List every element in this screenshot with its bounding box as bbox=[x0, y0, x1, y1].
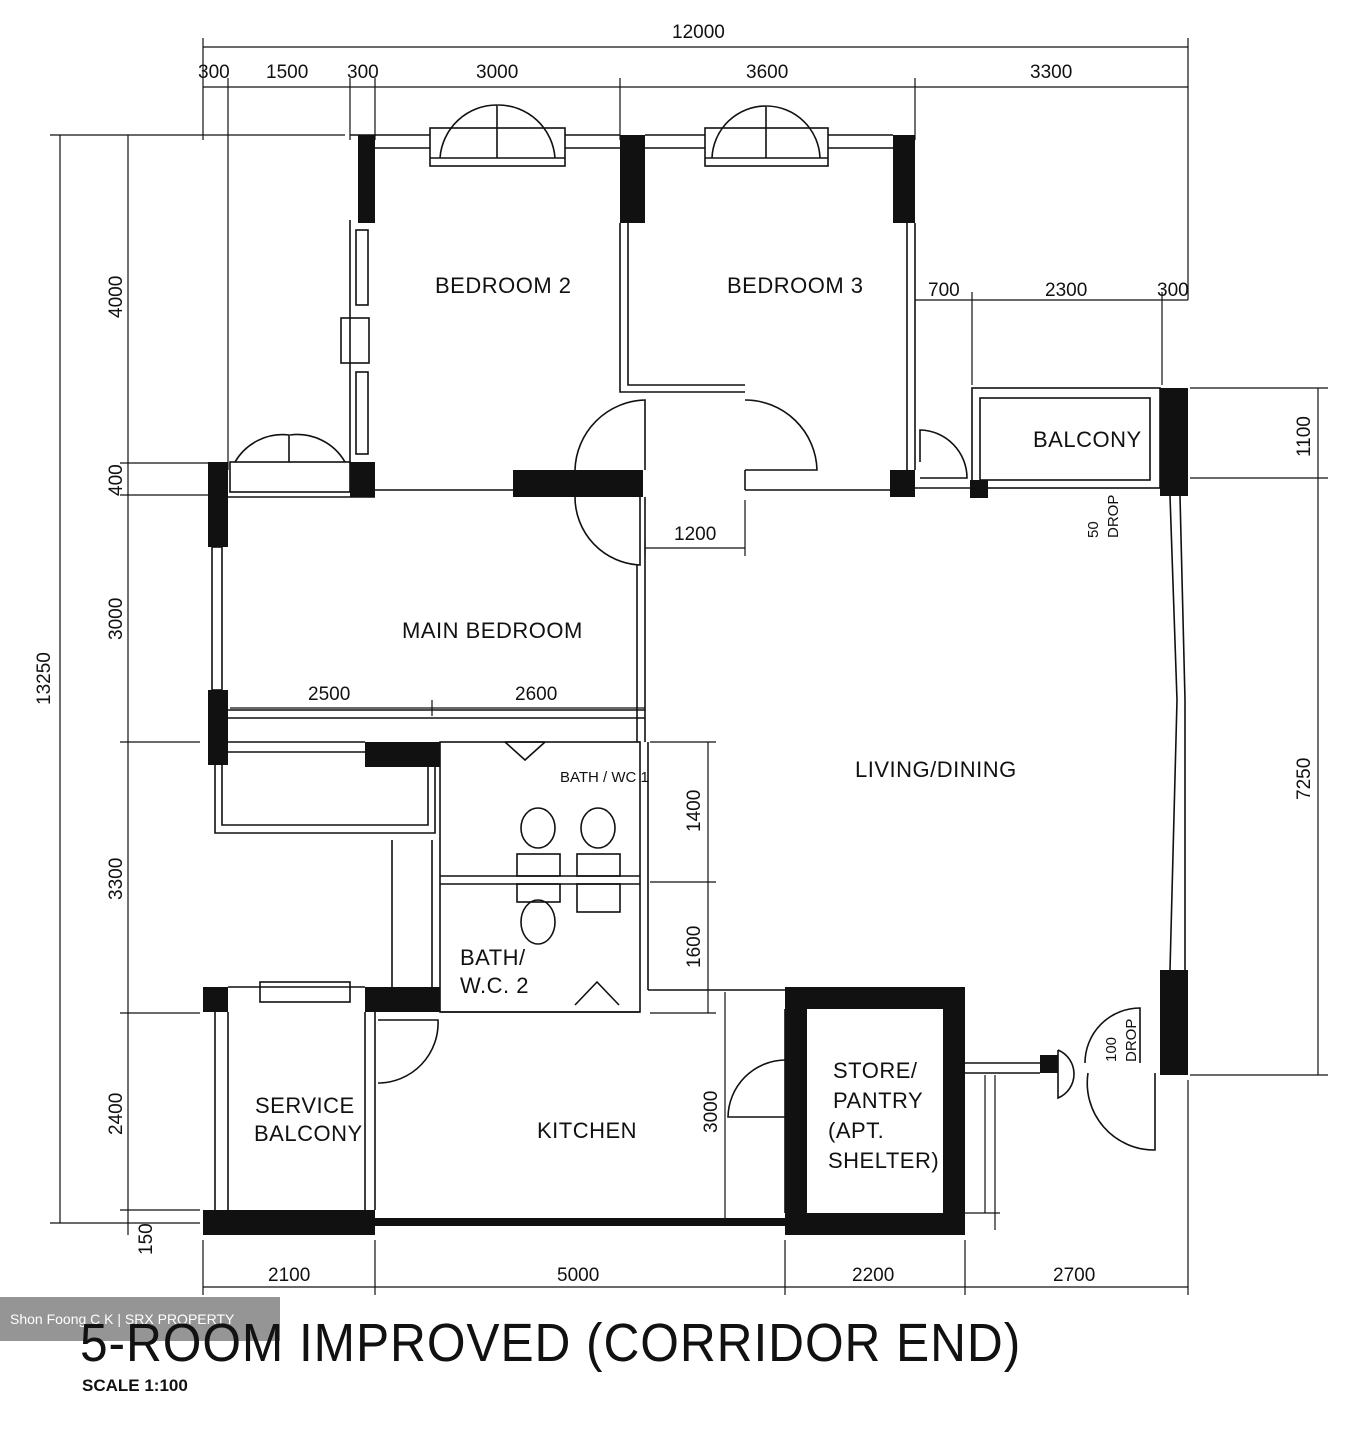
dim-bottom-2: 2200 bbox=[852, 1265, 894, 1286]
label-bath-wc-1: BATH / WC 1 bbox=[560, 769, 649, 786]
dim-balcony-2: 300 bbox=[1157, 280, 1189, 301]
drop2-word: DROP bbox=[1123, 1019, 1140, 1062]
label-store-line1: STORE/ bbox=[833, 1058, 918, 1083]
plan-scale: SCALE 1:100 bbox=[82, 1376, 188, 1395]
dim-top-total: 12000 bbox=[672, 22, 725, 43]
room-labels: BEDROOM 2 BEDROOM 3 BALCONY MAIN BEDROOM… bbox=[254, 273, 1142, 1173]
dim-right-0: 1100 bbox=[1294, 416, 1315, 457]
label-bath-wc-2-line1: BATH/ bbox=[460, 945, 526, 970]
dimension-labels: 12000 300 1500 300 3000 3600 3300 700 23… bbox=[34, 22, 1315, 1286]
dim-left-3: 3300 bbox=[106, 858, 127, 900]
plan-title: 5-ROOM IMPROVED (CORRIDOR END) bbox=[80, 1313, 1022, 1373]
interior-walls bbox=[211, 104, 1186, 1230]
dim-left-total: 13250 bbox=[34, 652, 55, 705]
walls bbox=[203, 135, 1188, 1235]
label-store-line3: (APT. bbox=[828, 1118, 884, 1143]
dim-bath1-height: 1400 bbox=[684, 790, 705, 832]
dim-top-5: 3300 bbox=[1030, 62, 1072, 83]
label-store-line2: PANTRY bbox=[833, 1088, 923, 1113]
dim-balcony-1: 2300 bbox=[1045, 280, 1087, 301]
dim-left-1: 400 bbox=[106, 464, 127, 496]
dim-top-4: 3600 bbox=[746, 62, 788, 83]
label-service-balcony-line1: SERVICE bbox=[255, 1093, 355, 1118]
dim-bottom-0: 2100 bbox=[268, 1265, 310, 1286]
dimension-lines bbox=[50, 38, 1328, 1295]
dim-left-2: 3000 bbox=[106, 598, 127, 640]
label-bedroom-3: BEDROOM 3 bbox=[727, 273, 864, 298]
dim-top-3: 3000 bbox=[476, 62, 518, 83]
dim-bath2-height: 1600 bbox=[684, 926, 705, 968]
drop2-value: 100 bbox=[1103, 1037, 1120, 1062]
dim-corridor: 1200 bbox=[674, 524, 716, 545]
dim-left-5: 150 bbox=[136, 1223, 157, 1255]
dim-kitchen-height: 3000 bbox=[701, 1091, 722, 1133]
label-kitchen: KITCHEN bbox=[537, 1118, 637, 1143]
label-living-dining: LIVING/DINING bbox=[855, 757, 1017, 782]
dim-bottom-3: 2700 bbox=[1053, 1265, 1095, 1286]
dim-top-0: 300 bbox=[198, 62, 230, 83]
drop1-value: 50 bbox=[1085, 521, 1102, 538]
floor-plan: 12000 300 1500 300 3000 3600 3300 700 23… bbox=[34, 22, 1328, 1295]
watermark: Shon Foong C K | SRX PROPERTY bbox=[0, 1297, 280, 1341]
label-bedroom-2: BEDROOM 2 bbox=[435, 273, 572, 298]
dim-left-4: 2400 bbox=[106, 1093, 127, 1135]
dim-top-1: 1500 bbox=[266, 62, 308, 83]
dim-main-bed-0: 2500 bbox=[308, 684, 350, 705]
dim-right-1: 7250 bbox=[1294, 758, 1315, 800]
drop1-word: DROP bbox=[1105, 495, 1122, 538]
label-store-line4: SHELTER) bbox=[828, 1148, 939, 1173]
label-bath-wc-2-line2: W.C. 2 bbox=[460, 973, 529, 998]
dim-main-bed-1: 2600 bbox=[515, 684, 557, 705]
dim-bottom-1: 5000 bbox=[557, 1265, 599, 1286]
label-main-bedroom: MAIN BEDROOM bbox=[402, 618, 583, 643]
dim-top-2: 300 bbox=[347, 62, 379, 83]
dim-balcony-0: 700 bbox=[928, 280, 960, 301]
label-service-balcony-line2: BALCONY bbox=[254, 1121, 363, 1146]
dim-left-0: 4000 bbox=[106, 276, 127, 318]
label-balcony: BALCONY bbox=[1033, 427, 1142, 452]
